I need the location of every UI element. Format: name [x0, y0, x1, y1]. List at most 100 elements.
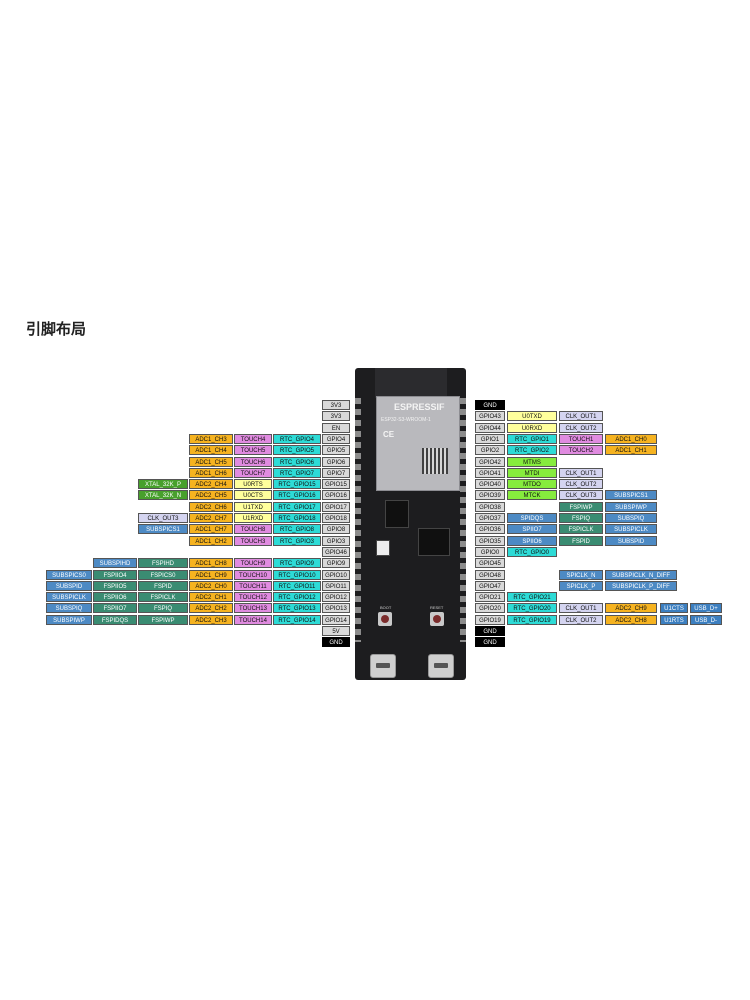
pin-label-r-rtc-gpio1: RTC_GPIO1 — [507, 433, 557, 444]
pin-label-l-fspiio5: FSPIIO5 — [93, 580, 137, 591]
pin-label-r-gpio1: GPIO1 — [475, 433, 505, 444]
pin-label-l-fspiwp: FSPIWP — [138, 614, 188, 625]
right-header-pins — [460, 398, 466, 642]
pin-label-r-fspid: FSPID — [559, 535, 603, 546]
pin-label-l-gpio15: GPIO15 — [322, 479, 350, 490]
pin-label-r-u0rxd: U0RXD — [507, 422, 557, 433]
rgb-led — [376, 540, 390, 556]
pin-label-r-gnd: GND — [475, 637, 505, 648]
pin-label-r-gpio43: GPIO43 — [475, 411, 505, 422]
pin-label-r-fspiclk: FSPICLK — [559, 524, 603, 535]
usb-port-otg[interactable] — [428, 654, 454, 678]
pin-label-r-gpio0: GPIO0 — [475, 546, 505, 557]
pin-label-l-gpio7: GPIO7 — [322, 467, 350, 478]
pin-label-l-rtc-gpio15: RTC_GPIO15 — [273, 479, 321, 490]
reset-button-label: RESET — [430, 605, 444, 610]
pin-label-r-clk-out1: CLK_OUT1 — [559, 603, 603, 614]
pin-label-l-fspidqs: FSPIDQS — [93, 614, 137, 625]
pin-label-l-gpio4: GPIO4 — [322, 433, 350, 444]
pin-label-l-touch6: TOUCH6 — [234, 456, 272, 467]
pin-label-l-gpio5: GPIO5 — [322, 445, 350, 456]
pin-label-r-gpio20: GPIO20 — [475, 603, 505, 614]
pin-label-r-clk-out2: CLK_OUT2 — [559, 479, 603, 490]
pin-label-l-fspihd: FSPIHD — [138, 558, 188, 569]
page-title: 引脚布局 — [26, 320, 87, 338]
pin-label-l-xtal-32k-p: XTAL_32K_P — [138, 479, 188, 490]
pin-label-l-gpio16: GPIO16 — [322, 490, 350, 501]
pin-label-l-rtc-gpio8: RTC_GPIO8 — [273, 524, 321, 535]
pin-label-r-adc2-ch9: ADC2_CH9 — [605, 603, 657, 614]
pin-label-r-gnd: GND — [475, 400, 505, 410]
pin-label-l-adc2-ch7: ADC2_CH7 — [189, 513, 233, 523]
pin-label-r-adc2-ch8: ADC2_CH8 — [605, 614, 657, 625]
pin-label-l-adc1-ch4: ADC1_CH4 — [189, 445, 233, 456]
pin-label-l-5v: 5V — [322, 626, 350, 636]
pin-label-l-fspics0: FSPICS0 — [138, 569, 188, 580]
pin-label-l-gpio18: GPIO18 — [322, 513, 350, 523]
pin-label-r-subspiclk-n-diff: SUBSPICLK_N_DIFF — [605, 569, 677, 580]
pin-label-l-gpio13: GPIO13 — [322, 603, 350, 614]
pin-label-l-gpio9: GPIO9 — [322, 558, 350, 569]
pin-label-r-mtck: MTCK — [507, 490, 557, 501]
pin-label-l-subspiq: SUBSPIQ — [46, 603, 92, 614]
pin-label-r-gpio21: GPIO21 — [475, 592, 505, 603]
pin-label-l-fspiio4: FSPIIO4 — [93, 569, 137, 580]
pin-label-r-spidqs: SPIDQS — [507, 513, 557, 523]
pin-label-l-rtc-gpio14: RTC_GPIO14 — [273, 614, 321, 625]
pin-label-r-spiio6: SPIIO6 — [507, 535, 557, 546]
reset-button[interactable] — [430, 612, 444, 626]
module-brand: ESPRESSIF — [394, 402, 445, 412]
pin-label-r-mtdi: MTDI — [507, 467, 557, 478]
pin-label-l-adc2-ch0: ADC2_CH0 — [189, 580, 233, 591]
pin-label-l-subspihd: SUBSPIHD — [93, 558, 137, 569]
pin-label-l-subspiclk: SUBSPICLK — [46, 592, 92, 603]
pin-label-l-fspiio6: FSPIIO6 — [93, 592, 137, 603]
pin-label-l-adc1-ch2: ADC1_CH2 — [189, 535, 233, 546]
pin-label-l-rtc-gpio6: RTC_GPIO6 — [273, 456, 321, 467]
pin-label-l-fspid: FSPID — [138, 580, 188, 591]
boot-button[interactable] — [378, 612, 392, 626]
pin-label-r-gpio44: GPIO44 — [475, 422, 505, 433]
pin-label-l-rtc-gpio3: RTC_GPIO3 — [273, 535, 321, 546]
pin-label-r-spiio7: SPIIO7 — [507, 524, 557, 535]
pin-label-l-rtc-gpio5: RTC_GPIO5 — [273, 445, 321, 456]
pin-label-r-u1rts: U1RTS — [660, 614, 688, 625]
pin-label-l-touch12: TOUCH12 — [234, 592, 272, 603]
pin-label-l-touch10: TOUCH10 — [234, 569, 272, 580]
pin-label-l-touch3: TOUCH3 — [234, 535, 272, 546]
pin-label-l-gpio3: GPIO3 — [322, 535, 350, 546]
pin-label-r-clk-out2: CLK_OUT2 — [559, 422, 603, 433]
pin-label-r-gpio47: GPIO47 — [475, 580, 505, 591]
pin-label-r-rtc-gpio21: RTC_GPIO21 — [507, 592, 557, 603]
pin-label-l-adc1-ch5: ADC1_CH5 — [189, 456, 233, 467]
esp32-module — [376, 396, 460, 491]
pin-label-l-gpio10: GPIO10 — [322, 569, 350, 580]
pin-label-r-u0txd: U0TXD — [507, 411, 557, 422]
pin-label-r-clk-out2: CLK_OUT2 — [559, 614, 603, 625]
left-header-pins — [355, 398, 361, 642]
pin-label-r-rtc-gpio20: RTC_GPIO20 — [507, 603, 557, 614]
pin-label-r-gpio35: GPIO35 — [475, 535, 505, 546]
pin-label-l-clk-out3: CLK_OUT3 — [138, 513, 188, 523]
module-model: ESP32-S3-WROOM-1 — [381, 417, 431, 423]
pin-label-r-rtc-gpio2: RTC_GPIO2 — [507, 445, 557, 456]
pin-label-r-touch2: TOUCH2 — [559, 445, 603, 456]
pin-label-l-fspiq: FSPIQ — [138, 603, 188, 614]
pin-label-l-rtc-gpio10: RTC_GPIO10 — [273, 569, 321, 580]
usb-port-uart[interactable] — [370, 654, 396, 678]
pin-label-l-subspics1: SUBSPICS1 — [138, 524, 188, 535]
pin-label-l-rtc-gpio11: RTC_GPIO11 — [273, 580, 321, 591]
boot-button-label: BOOT — [380, 605, 392, 610]
pin-label-l-fspiclk: FSPICLK — [138, 592, 188, 603]
regulator-chip — [385, 500, 409, 528]
pin-label-l-subspiwp: SUBSPIWP — [46, 614, 92, 625]
pin-label-l-adc1-ch7: ADC1_CH7 — [189, 524, 233, 535]
pin-label-r-fspiq: FSPIQ — [559, 513, 603, 523]
pin-label-l-adc2-ch6: ADC2_CH6 — [189, 501, 233, 512]
pin-label-r-gpio48: GPIO48 — [475, 569, 505, 580]
pin-label-r-gpio36: GPIO36 — [475, 524, 505, 535]
pin-label-r-adc1-ch1: ADC1_CH1 — [605, 445, 657, 456]
pin-label-l-rtc-gpio12: RTC_GPIO12 — [273, 592, 321, 603]
pin-label-l-gpio8: GPIO8 — [322, 524, 350, 535]
pin-label-l-u0cts: U0CTS — [234, 490, 272, 501]
